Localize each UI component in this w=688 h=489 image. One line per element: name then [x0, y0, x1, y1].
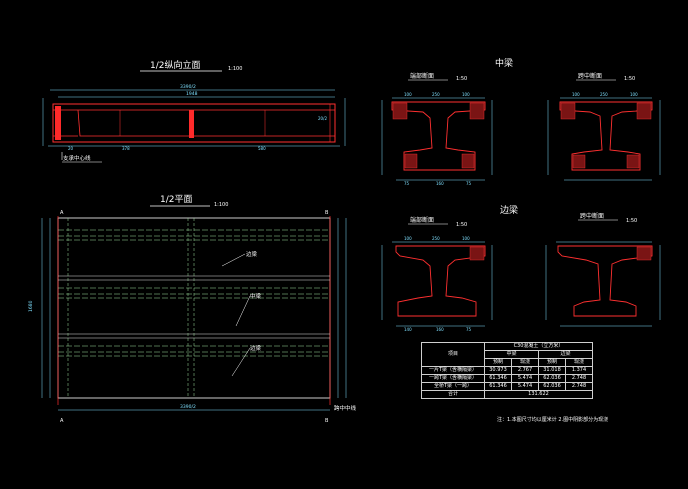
table-cell: 30.973 [484, 366, 512, 375]
elevation-support-label: 支承中心线 [63, 154, 91, 162]
table-cell: 2.767 [511, 366, 539, 375]
table-total-label: 合计 [421, 390, 485, 399]
table-cell: 62.036 [538, 374, 566, 383]
middle-beam-sections: 中梁 端部断面 1:50 跨中断面 1:50 100 250 100 75 16… [381, 57, 661, 186]
table-title: C30混凝土（立方米） [484, 342, 593, 351]
elevation-dim-1: 20 [68, 146, 74, 151]
table-total-value: 131.622 [484, 390, 593, 399]
middle-mid-dim-3: 100 [630, 92, 638, 97]
plan-view: 1/2平面 1:100 A B 1680 339 [28, 194, 357, 424]
edge-end-bdim-1: 140 [404, 327, 412, 332]
elevation-dim-inner: 1948 [186, 91, 198, 97]
table-cell: 5.474 [511, 374, 539, 383]
plan-center-label: 跨中中线 [334, 404, 357, 412]
middle-mid-section-scale: 1:50 [624, 76, 635, 82]
middle-mid-dim-2: 250 [600, 92, 608, 97]
edge-beam-sections: 边梁 端部断面 1:50 跨中断面 1:50 100 250 100 140 1… [381, 204, 661, 332]
table-row-label: 一片T梁（含横隔梁） [421, 366, 485, 375]
plan-dim-bottom: 3390/2 [180, 404, 196, 410]
plan-label-b-top: B [325, 210, 329, 216]
table-total-row: 合计 131.622 [421, 390, 593, 399]
edge-mid-section-scale: 1:50 [626, 218, 637, 224]
table-cell: 62.036 [538, 382, 566, 391]
table-sub-3: 预制 [538, 358, 566, 367]
table-row: 一片T梁（含横隔梁） 30.973 2.767 31.018 1.374 [421, 366, 593, 375]
table-group-edge: 边梁 [538, 350, 593, 359]
table-row-label: 一跨T梁（含横隔梁） [421, 374, 485, 383]
middle-end-dim-3: 100 [462, 92, 470, 97]
table-cell: 5.474 [511, 382, 539, 391]
edge-end-bdim-3: 75 [466, 327, 472, 332]
edge-end-section-title: 端部断面 [410, 216, 434, 224]
plan-label-middle: 中梁 [250, 292, 262, 300]
table-cell: 61.346 [484, 374, 512, 383]
plan-label-edge-top: 边梁 [246, 250, 258, 258]
edge-mid-section-title: 跨中断面 [580, 212, 604, 220]
middle-end-bdim-3: 75 [466, 181, 472, 186]
middle-end-bdim-2: 160 [436, 181, 444, 186]
table-row: 全桥T梁（一跨） 61.346 5.474 62.036 2.748 [421, 382, 593, 391]
table-sub-2: 现浇 [511, 358, 539, 367]
plan-label-edge-bottom: 边梁 [250, 344, 262, 352]
edge-end-dim-3: 100 [462, 236, 470, 241]
elevation-scale: 1:100 [228, 66, 242, 72]
middle-beam-title: 中梁 [495, 57, 513, 69]
middle-mid-dim-1: 100 [572, 92, 580, 97]
plan-label-b-bottom: B [325, 418, 329, 424]
table-cell: 2.748 [565, 382, 593, 391]
concrete-quantity-table: 项目 C30混凝土（立方米） 中梁 边梁 预制 现浇 预制 现浇 一片T梁（含横… [421, 342, 593, 399]
edge-beam-title: 边梁 [500, 204, 518, 216]
edge-end-dim-2: 250 [432, 236, 440, 241]
plan-label-a-top: A [60, 210, 64, 216]
middle-end-dim-1: 100 [404, 92, 412, 97]
table-cell: 2.748 [565, 374, 593, 383]
table-sub-4: 现浇 [565, 358, 593, 367]
edge-end-bdim-2: 160 [436, 327, 444, 332]
table-cell: 1.374 [565, 366, 593, 375]
plan-title: 1/2平面 [160, 194, 193, 205]
middle-end-section-title: 端部断面 [410, 72, 434, 80]
middle-mid-section-title: 跨中断面 [578, 72, 602, 80]
plan-label-a-bottom: A [60, 418, 64, 424]
plan-scale: 1:100 [214, 202, 228, 208]
table-row-label: 全桥T梁（一跨） [421, 382, 485, 391]
table-item-header: 项目 [421, 342, 485, 367]
elevation-end-label: 20/2 [318, 116, 327, 121]
edge-end-section-scale: 1:50 [456, 222, 467, 228]
middle-end-bdim-1: 75 [404, 181, 410, 186]
drawing-notes: 注：1.本图尺寸均以厘米计 2.图中阴影部分为现浇 [497, 417, 609, 423]
elevation-view: 1/2纵向立面 1:100 3390/2 1948 20 378 580 20/… [42, 59, 346, 163]
elevation-dim-2: 378 [122, 146, 130, 151]
table-cell: 31.018 [538, 366, 566, 375]
plan-dim-side: 1680 [28, 300, 34, 312]
table-cell: 61.346 [484, 382, 512, 391]
elevation-title: 1/2纵向立面 [150, 59, 201, 71]
elevation-dim-total: 3390/2 [180, 84, 196, 90]
table-group-middle: 中梁 [484, 350, 539, 359]
table-row: 一跨T梁（含横隔梁） 61.346 5.474 62.036 2.748 [421, 374, 593, 383]
elevation-dim-3: 580 [258, 146, 266, 151]
table-sub-1: 预制 [484, 358, 512, 367]
edge-end-dim-1: 100 [404, 236, 412, 241]
middle-end-dim-2: 250 [432, 92, 440, 97]
middle-end-section-scale: 1:50 [456, 76, 467, 82]
